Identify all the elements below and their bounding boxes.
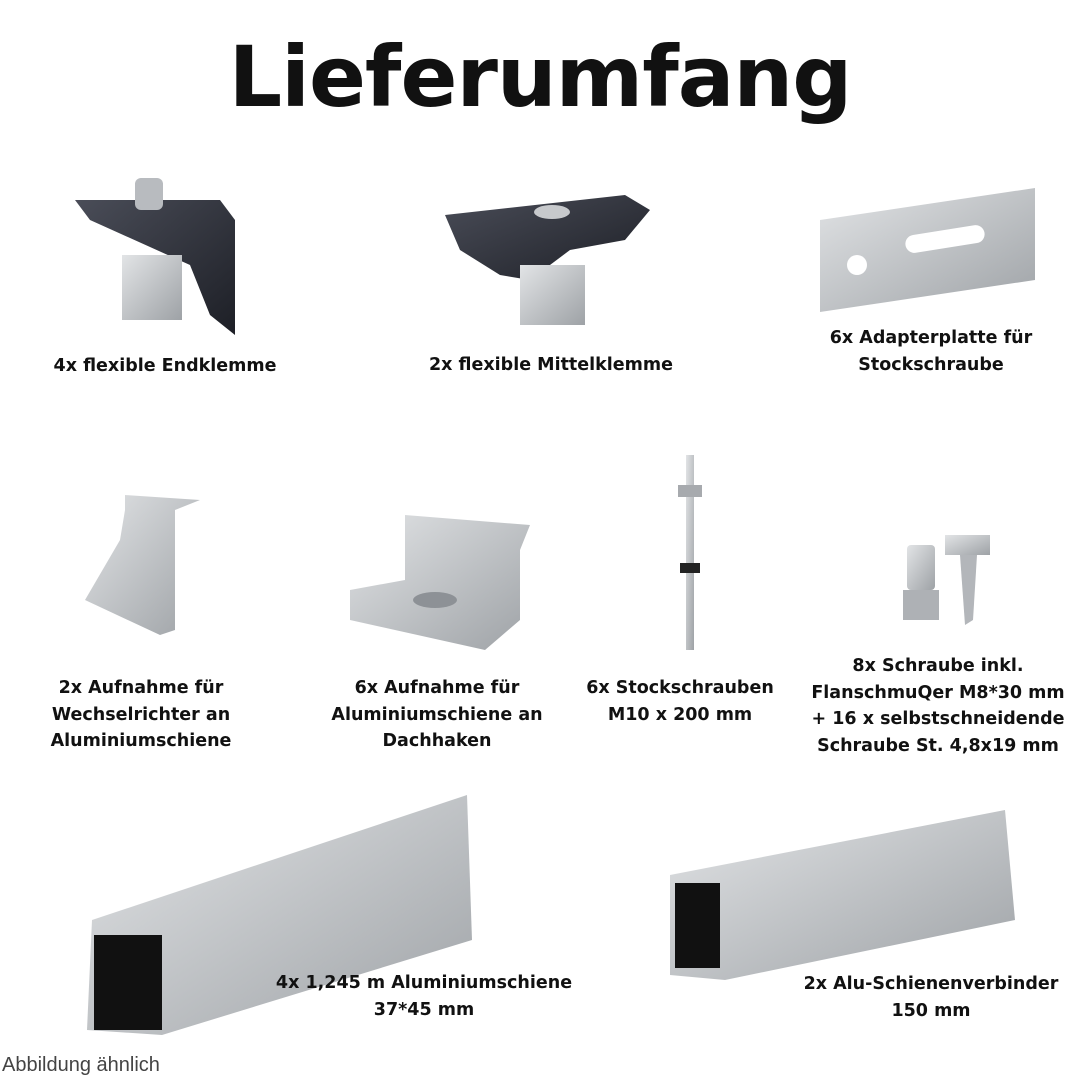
rail-connector-image: [670, 810, 1015, 980]
end-clamp-image: [75, 178, 235, 335]
middle-clamp-image: [445, 195, 650, 325]
footer-note: Abbildung ähnlich: [2, 1054, 160, 1076]
page-title: Lieferumfang: [228, 28, 853, 126]
adapter-plate-image: [820, 188, 1035, 312]
screws-image: [903, 535, 990, 625]
aluminium-rail-image: [87, 795, 472, 1035]
hanger-bolt-image: [678, 455, 702, 650]
item-label-end-clamp: 4x flexible Endklemme: [53, 356, 277, 376]
inverter-mount-image: [85, 495, 200, 635]
item-label-middle-clamp: 2x flexible Mittelklemme: [428, 355, 674, 375]
roof-hook-mount-image: [350, 515, 530, 650]
item-label-screws: 8x Schraube inkl.FlanschmuQer M8*30 mm+ …: [811, 656, 1065, 756]
